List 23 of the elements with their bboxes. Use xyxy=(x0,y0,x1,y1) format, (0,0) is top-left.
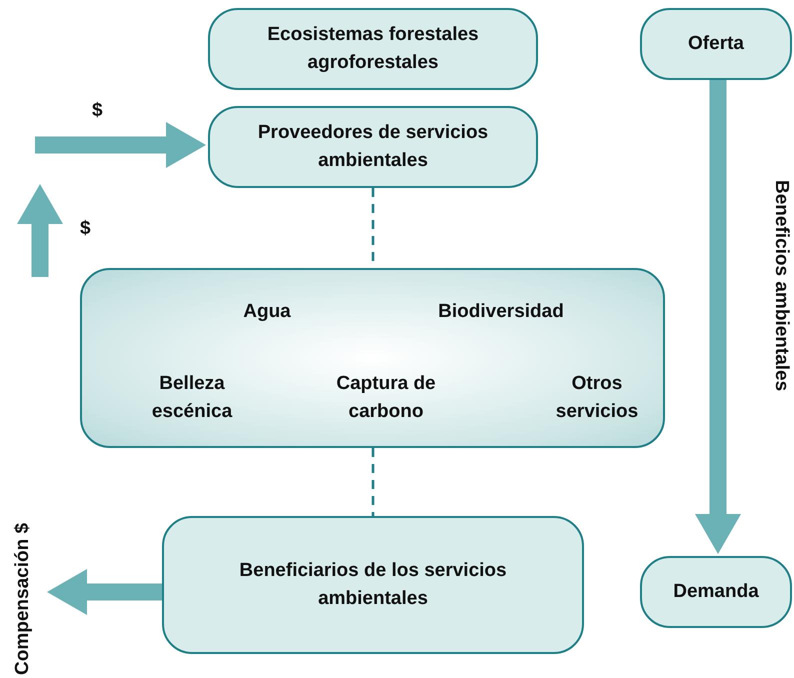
edge-label: Compensación $ xyxy=(12,522,34,675)
service-label: Biodiversidad xyxy=(437,300,565,324)
service-label: Otros servicios xyxy=(554,372,640,424)
box-label: Ecosistemas forestales agroforestales xyxy=(266,23,480,75)
rounded-box xyxy=(640,556,792,628)
rounded-box xyxy=(162,516,584,654)
rounded-box xyxy=(640,8,792,80)
box-label: Demanda xyxy=(672,580,760,604)
arrow xyxy=(35,122,206,168)
service-label: Belleza escénica xyxy=(150,372,234,424)
edge-label: Beneficios ambientales xyxy=(770,180,792,392)
box-label: Proveedores de servicios ambientales xyxy=(256,121,490,173)
service-label: Agua xyxy=(242,300,292,324)
service-label: Captura de carbono xyxy=(335,372,437,424)
rounded-box xyxy=(208,106,538,188)
box-label: Beneficiarios de los servicios ambientales xyxy=(238,559,508,611)
services-panel xyxy=(80,268,665,448)
edge-label: $ xyxy=(92,100,103,122)
dashed-connector xyxy=(372,448,374,516)
arrow xyxy=(695,80,741,554)
box-label: Oferta xyxy=(687,32,745,56)
rounded-box xyxy=(208,8,538,90)
money-label: $ xyxy=(80,218,91,240)
